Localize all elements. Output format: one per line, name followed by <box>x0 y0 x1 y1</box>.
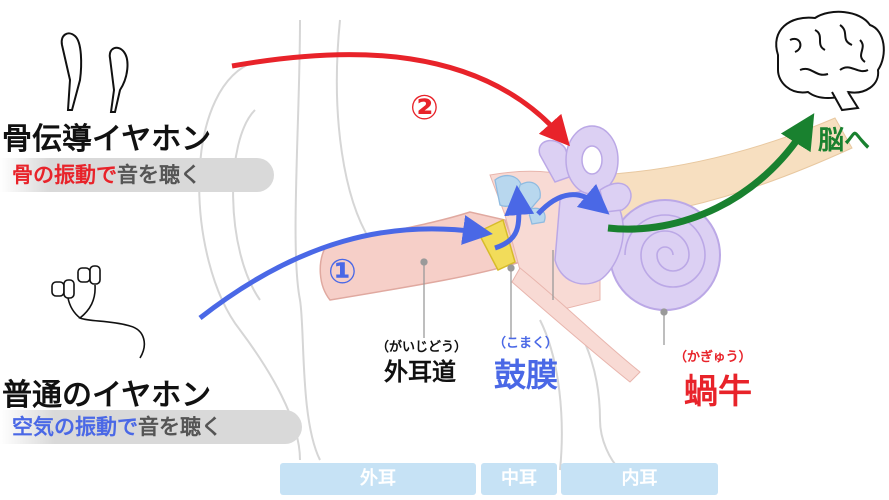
region-outer-ear: 外耳 <box>280 463 476 495</box>
ear-canal-reading: （がいじどう） <box>376 340 468 355</box>
bone-conduction-title: 骨伝導イヤホン <box>2 122 212 157</box>
bone-vibration-text: 骨の振動で <box>12 163 117 187</box>
to-brain-arrow <box>607 113 815 233</box>
normal-earphone-subtitle: 空気の振動で音を聴く <box>0 410 302 444</box>
normal-earphone-title: 普通のイヤホン <box>2 378 212 413</box>
air-vibration-text: 空気の振動で <box>12 415 138 439</box>
eustachian-tube <box>511 267 641 383</box>
bone-conduction-arrow <box>231 52 570 147</box>
eardrum-reading: （こまく） <box>493 336 559 351</box>
air-conduction-arrow-3 <box>536 183 610 216</box>
bone-conduction-subtitle: 骨の振動で音を聴く <box>0 158 274 192</box>
in-ear-earphones-icon <box>51 265 146 359</box>
region-middle-ear: 中耳 <box>481 463 557 495</box>
region-inner-ear: 内耳 <box>561 463 718 495</box>
path-one-label: ① <box>328 252 357 292</box>
ear-canal-label: 外耳道 <box>384 358 456 386</box>
eardrum-label: 鼓膜 <box>494 356 559 394</box>
cochlea-reading: （かぎゅう） <box>674 350 752 365</box>
air-conduction-arrow-2 <box>494 185 535 251</box>
to-brain-label: 脳へ <box>818 126 871 156</box>
path-two-label: ② <box>410 88 439 128</box>
bone-conduction-earphones-icon <box>60 32 129 113</box>
hear-sound-text: 音を聴く <box>117 163 201 187</box>
cochlea-label: 蝸牛 <box>684 372 752 412</box>
hear-sound-text-2: 音を聴く <box>138 415 222 439</box>
brain-icon <box>775 10 885 112</box>
air-conduction-arrow <box>198 215 493 320</box>
leader-lines <box>420 250 668 345</box>
